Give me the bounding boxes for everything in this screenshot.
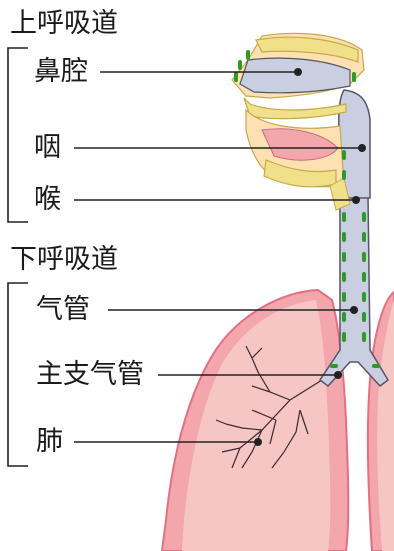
label-larynx: 喉 <box>34 186 61 213</box>
bracket-lower <box>8 283 28 466</box>
heading-lower-respiratory: 下呼吸道 <box>10 246 118 273</box>
right-lung-inner <box>182 300 330 551</box>
label-lung: 肺 <box>36 428 63 455</box>
palate <box>244 98 346 119</box>
label-main-bronchus: 主支气管 <box>36 361 144 388</box>
label-pharynx: 咽 <box>34 134 61 161</box>
label-trachea: 气管 <box>36 296 90 323</box>
bracket-upper <box>8 48 28 222</box>
label-nasal-cavity: 鼻腔 <box>34 58 88 85</box>
heading-upper-respiratory: 上呼吸道 <box>10 10 118 37</box>
